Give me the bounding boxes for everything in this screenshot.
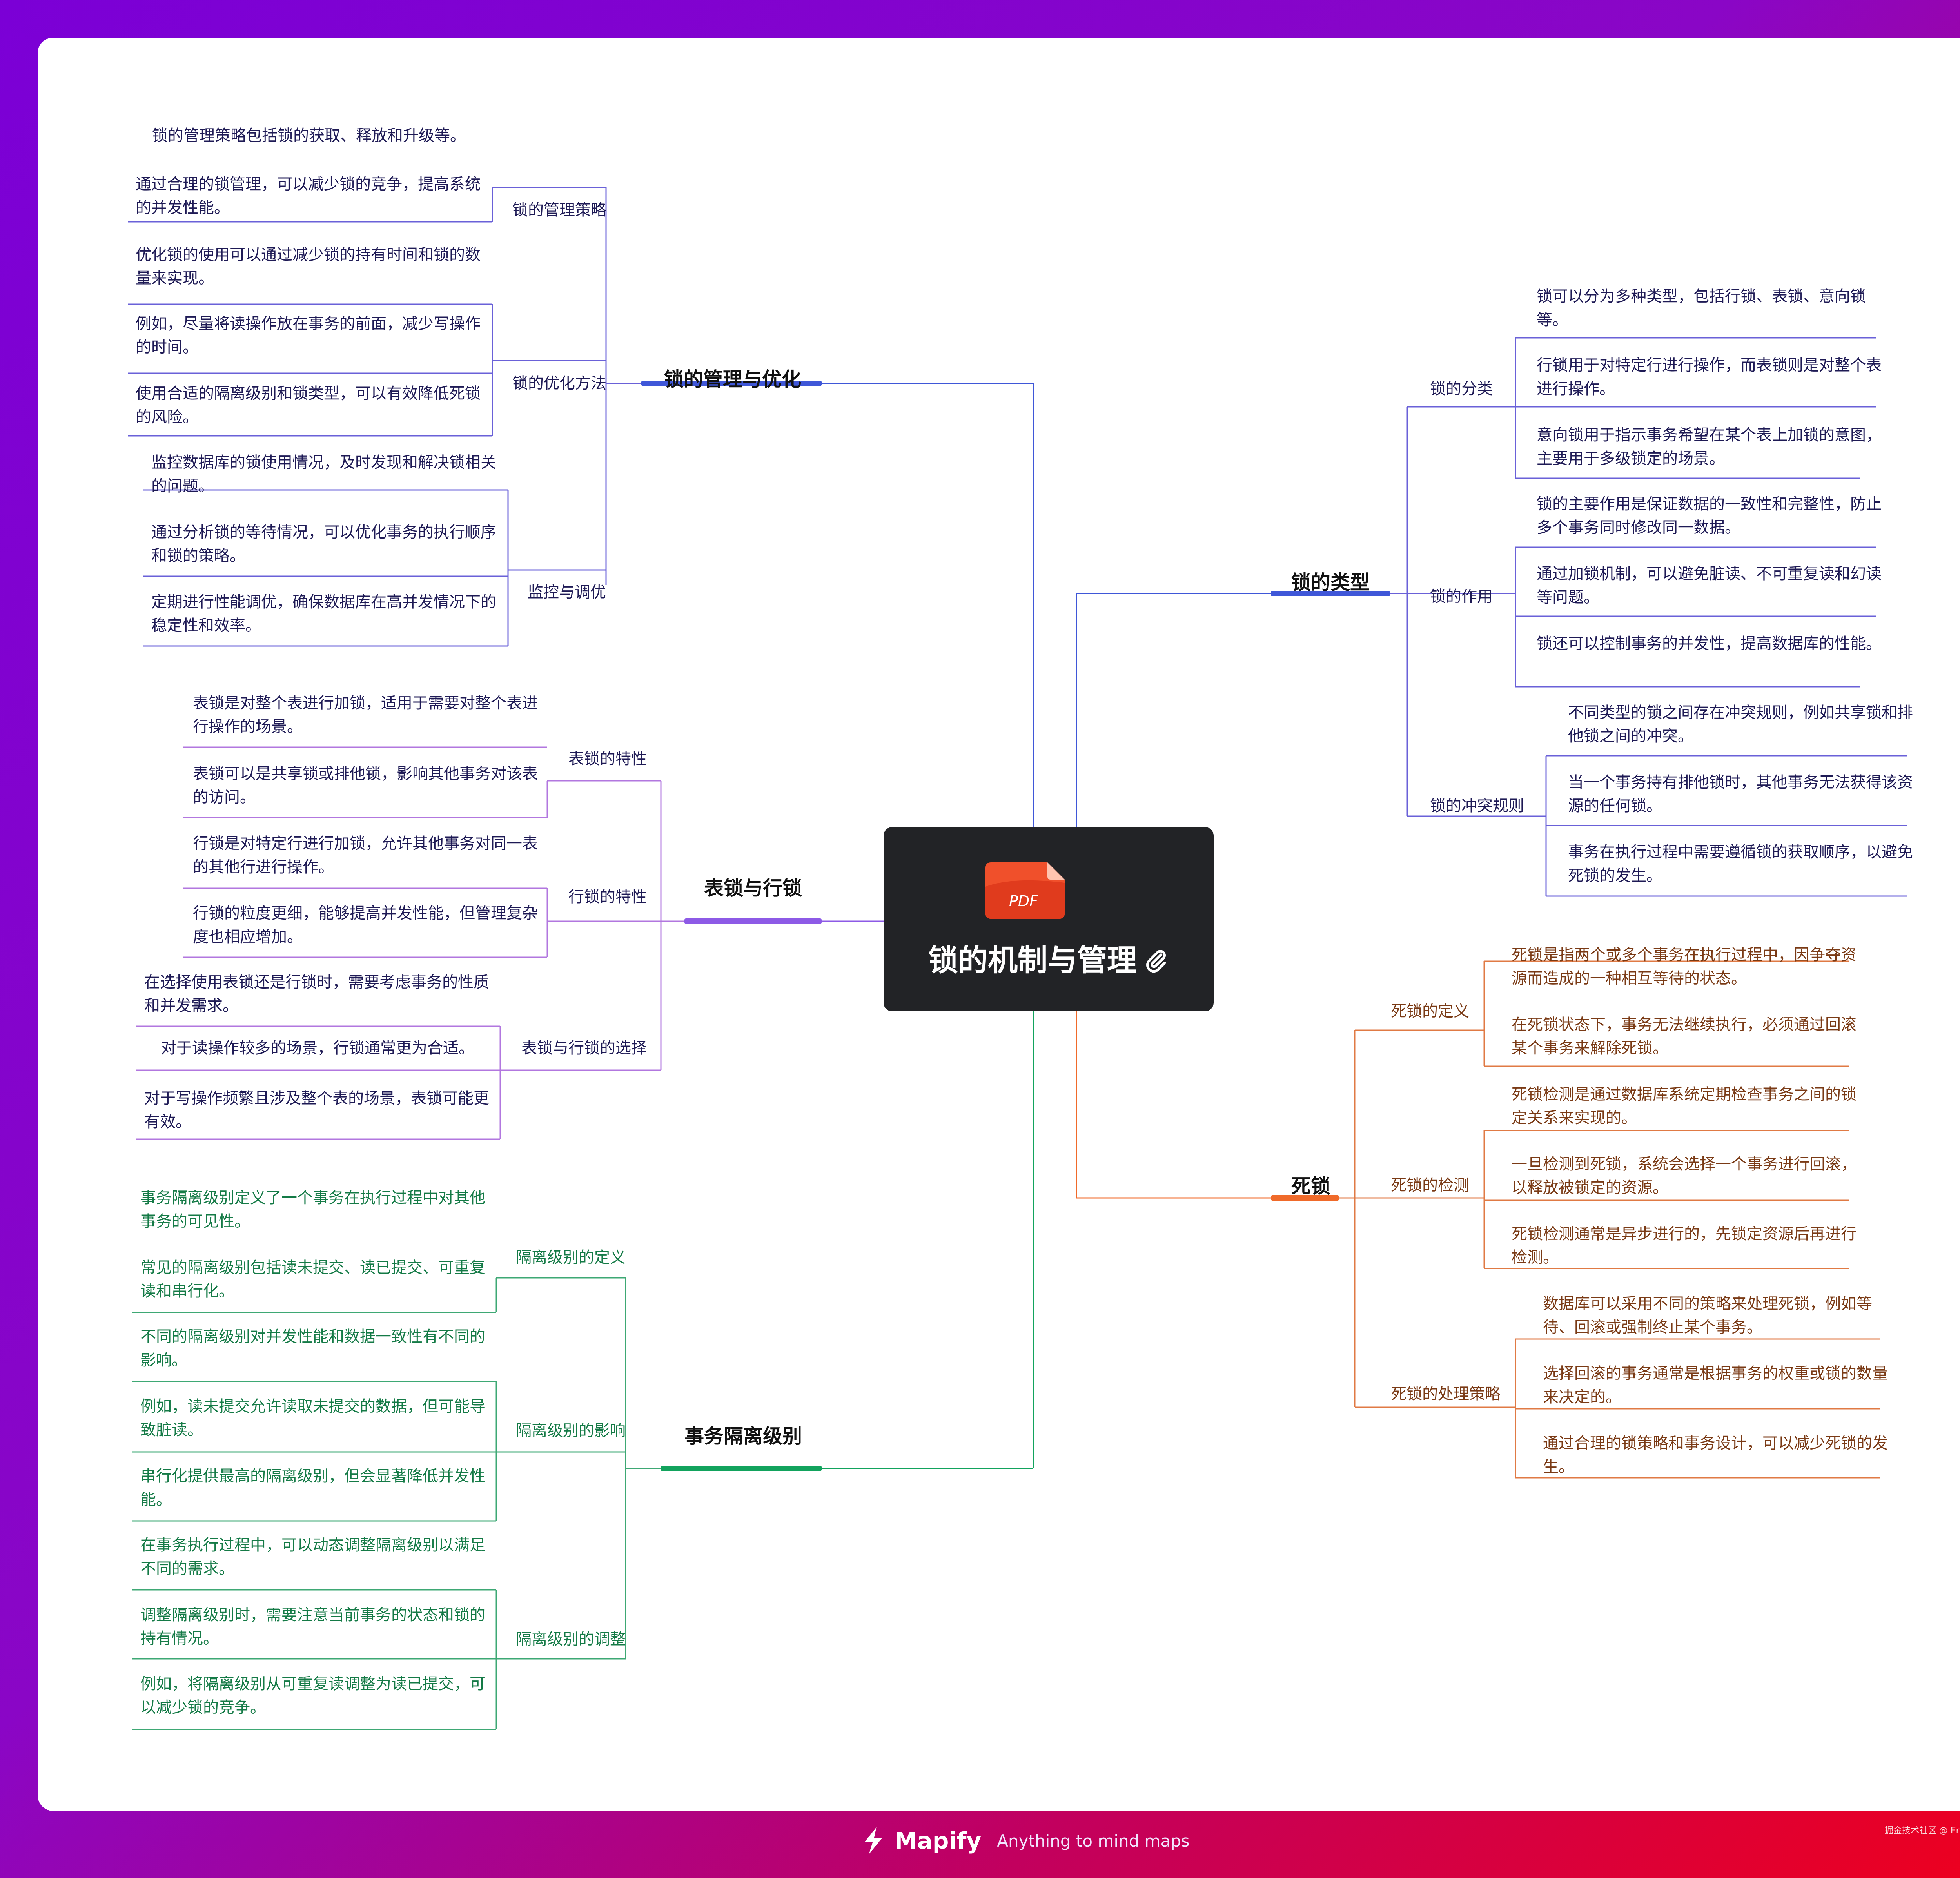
leaf-dl-2-2: 通过合理的锁策略和事务设计，可以减少死锁的发生。	[1543, 1434, 1888, 1476]
pdf-icon-label: PDF	[1009, 893, 1038, 910]
subtopic-table-lock[interactable]: 表锁的特性	[568, 750, 647, 768]
leaf-tr-1-0: 行锁是对特定行进行加锁，允许其他事务对同一表的其他行进行操作。	[193, 835, 538, 876]
leaf-types-2-2: 事务在执行过程中需要遵循锁的获取顺序，以避免死锁的发生。	[1568, 843, 1913, 885]
leaf-mgmt-2-2: 定期进行性能调优，确保数据库在高并发情况下的稳定性和效率。	[151, 593, 496, 635]
leaf-dl-1-2: 死锁检测通常是异步进行的，先锁定资源后再进行检测。	[1512, 1225, 1857, 1267]
subtopic-isolation-adjust[interactable]: 隔离级别的调整	[516, 1630, 626, 1648]
subtopic-deadlock-detect[interactable]: 死锁的检测	[1391, 1176, 1469, 1194]
leaf-types-1-2: 锁还可以控制事务的并发性，提高数据库的性能。	[1537, 635, 1882, 653]
subtopic-mgmt-optimize[interactable]: 锁的优化方法	[512, 374, 606, 392]
leaf-dl-2-0: 数据库可以采用不同的策略来处理死锁，例如等待、回滚或强制终止某个事务。	[1543, 1295, 1872, 1336]
branch-title-deadlock[interactable]: 死锁	[1291, 1175, 1330, 1198]
pdf-icon: PDF	[985, 862, 1065, 919]
leaf-mgmt-0-0: 锁的管理策略包括锁的获取、释放和升级等。	[152, 127, 466, 145]
leaf-mgmt-0-1: 通过合理的锁管理，可以减少锁的竞争，提高系统的并发性能。	[136, 175, 481, 217]
subtopic-isolation-def[interactable]: 隔离级别的定义	[516, 1248, 626, 1267]
leaf-iso-2-0: 在事务执行过程中，可以动态调整隔离级别以满足不同的需求。	[140, 1536, 485, 1578]
root-node[interactable]: PDF 锁的机制与管理	[884, 827, 1214, 1011]
connector-lines	[128, 187, 1907, 1730]
leaf-types-2-0: 不同类型的锁之间存在冲突规则，例如共享锁和排他锁之间的冲突。	[1568, 704, 1913, 745]
subtopic-deadlock-handle[interactable]: 死锁的处理策略	[1391, 1385, 1501, 1403]
mind-map-canvas: 锁的管理与优化 锁的管理策略 锁的优化方法 监控与调优 锁的管理策略包括锁的获取…	[38, 38, 1960, 1811]
leaf-tr-2-1: 对于读操作较多的场景，行锁通常更为合适。	[161, 1039, 474, 1057]
root-title: 锁的机制与管理	[928, 943, 1137, 978]
leaf-types-1-1: 通过加锁机制，可以避免脏读、不可重复读和幻读等问题。	[1537, 565, 1882, 606]
leaf-iso-0-1: 常见的隔离级别包括读未提交、读已提交、可重复读和串行化。	[140, 1259, 485, 1300]
leaf-iso-2-1: 调整隔离级别时，需要注意当前事务的状态和锁的持有情况。	[140, 1606, 485, 1648]
paperclip-icon[interactable]	[1144, 948, 1169, 973]
branch-title-mgmt[interactable]: 锁的管理与优化	[664, 368, 801, 391]
leaf-tr-0-0: 表锁是对整个表进行加锁，适用于需要对整个表进行操作的场景。	[193, 694, 538, 736]
leaf-mgmt-2-1: 通过分析锁的等待情况，可以优化事务的执行顺序和锁的策略。	[151, 523, 496, 565]
leaf-types-0-2: 意向锁用于指示事务希望在某个表上加锁的意图，主要用于多级锁定的场景。	[1537, 426, 1882, 468]
leaf-tr-2-2: 对于写操作频繁且涉及整个表的场景，表锁可能更有效。	[144, 1089, 489, 1131]
leaf-tr-1-1: 行锁的粒度更细，能够提高并发性能，但管理复杂度也相应增加。	[193, 904, 538, 946]
branch-underline-table-row	[684, 918, 822, 924]
leaf-mgmt-1-0: 优化锁的使用可以通过减少锁的持有时间和锁的数量来实现。	[136, 246, 481, 287]
footer: Mapify Anything to mind maps	[0, 1819, 1960, 1870]
leaf-mgmt-2-0: 监控数据库的锁使用情况，及时发现和解决锁相关的问题。	[151, 454, 496, 495]
leaf-dl-1-1: 一旦检测到死锁，系统会选择一个事务进行回滚，以释放被锁定的资源。	[1512, 1155, 1857, 1197]
subtopic-row-lock[interactable]: 行锁的特性	[568, 888, 647, 906]
leaf-dl-2-1: 选择回滚的事务通常是根据事务的权重或锁的数量来决定的。	[1543, 1364, 1888, 1406]
subtopic-mgmt-monitor[interactable]: 监控与调优	[528, 583, 606, 601]
branch-title-table-row[interactable]: 表锁与行锁	[704, 877, 802, 900]
subtopic-lock-choice[interactable]: 表锁与行锁的选择	[521, 1039, 647, 1057]
branch-title-types[interactable]: 锁的类型	[1291, 571, 1370, 594]
leaf-types-0-0: 锁可以分为多种类型，包括行锁、表锁、意向锁等。	[1537, 287, 1866, 329]
subtopic-lock-classes[interactable]: 锁的分类	[1430, 380, 1493, 398]
credit-watermark: 掘金技术社区 @ EnigmaGcl	[1884, 1826, 1960, 1836]
leaf-iso-0-0: 事务隔离级别定义了一个事务在执行过程中对其他事务的可见性。	[140, 1189, 485, 1230]
leaf-iso-2-2: 例如，将隔离级别从可重复读调整为读已提交，可以减少锁的竞争。	[140, 1675, 485, 1717]
branch-underline-isolation	[661, 1466, 822, 1471]
leaf-types-1-0: 锁的主要作用是保证数据的一致性和完整性，防止多个事务同时修改同一数据。	[1537, 495, 1882, 537]
leaf-iso-1-2: 串行化提供最高的隔离级别，但会显著降低并发性能。	[140, 1467, 485, 1509]
leaf-dl-0-0: 死锁是指两个或多个事务在执行过程中，因争夺资源而造成的一种相互等待的状态。	[1512, 946, 1857, 987]
leaf-tr-0-1: 表锁可以是共享锁或排他锁，影响其他事务对该表的访问。	[193, 765, 538, 806]
leaf-dl-1-0: 死锁检测是通过数据库系统定期检查事务之间的锁定关系来实现的。	[1512, 1085, 1857, 1127]
branch-underline-mgmt	[641, 381, 822, 386]
subtopic-lock-role[interactable]: 锁的作用	[1430, 588, 1493, 606]
brand-tagline: Anything to mind maps	[997, 1831, 1190, 1851]
branch-title-isolation[interactable]: 事务隔离级别	[684, 1425, 802, 1448]
mapify-logo-icon	[864, 1827, 882, 1854]
leaf-types-0-1: 行锁用于对特定行进行操作，而表锁则是对整个表进行操作。	[1537, 356, 1882, 398]
leaf-dl-0-1: 在死锁状态下，事务无法继续执行，必须通过回滚某个事务来解除死锁。	[1512, 1016, 1857, 1057]
brand-name[interactable]: Mapify	[895, 1827, 982, 1854]
branch-underline-types	[1271, 591, 1390, 596]
subtopic-deadlock-def[interactable]: 死锁的定义	[1391, 1002, 1469, 1020]
leaf-tr-2-0: 在选择使用表锁还是行锁时，需要考虑事务的性质和并发需求。	[144, 973, 489, 1015]
leaf-mgmt-1-2: 使用合适的隔离级别和锁类型，可以有效降低死锁的风险。	[136, 385, 481, 426]
leaf-types-2-1: 当一个事务持有排他锁时，其他事务无法获得该资源的任何锁。	[1568, 773, 1913, 815]
subtopic-lock-conflict[interactable]: 锁的冲突规则	[1430, 797, 1524, 815]
branch-underline-deadlock	[1271, 1195, 1339, 1201]
leaf-mgmt-1-1: 例如，尽量将读操作放在事务的前面，减少写操作的时间。	[136, 315, 481, 356]
leaf-iso-1-1: 例如，读未提交允许读取未提交的数据，但可能导致脏读。	[140, 1397, 485, 1439]
subtopic-isolation-impact[interactable]: 隔离级别的影响	[516, 1422, 626, 1440]
subtopic-mgmt-strategy[interactable]: 锁的管理策略	[512, 201, 606, 219]
leaf-iso-1-0: 不同的隔离级别对并发性能和数据一致性有不同的影响。	[140, 1328, 485, 1369]
